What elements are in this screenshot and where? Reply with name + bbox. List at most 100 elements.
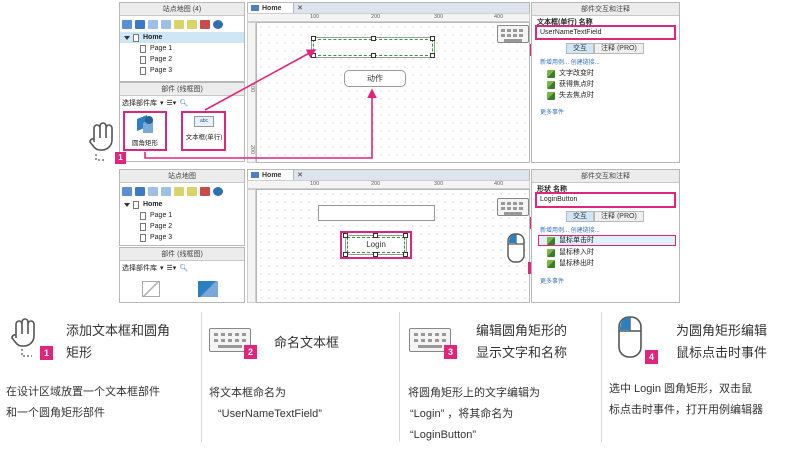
sitemap-panel: 站点地图 (4) Home Page 1 Page 2 [119,2,245,82]
move-up-icon[interactable] [148,186,158,196]
step-badge-2: 2 [244,345,257,359]
expand-arrow-icon[interactable] [124,35,130,40]
rounded-rect-icon[interactable] [198,281,218,297]
add-folder-icon[interactable] [135,19,145,29]
page-icon [140,233,146,242]
expand-arrow-icon[interactable] [124,202,130,207]
page-icon [140,55,146,64]
resize-handle[interactable] [343,252,348,257]
add-folder-icon[interactable] [135,186,145,196]
resize-handle[interactable] [343,233,348,238]
page-icon [133,33,139,42]
image-widget-icon[interactable] [142,281,160,297]
search-icon[interactable]: 🔍︎ [179,100,189,107]
tree-item-page-2[interactable]: Page 2 [120,221,244,232]
delete-icon[interactable] [200,186,210,196]
move-down-icon[interactable] [161,186,171,196]
step-3-desc-line-3: “LoginButton” [410,429,477,441]
step-3-title-line-2: 显示文字和名称 [476,345,568,360]
event-on-click[interactable]: 鼠标单击时 [538,235,676,246]
mouse-icon [507,233,525,263]
textbox-icon: abc [194,116,214,127]
action-button[interactable]: 动作 [344,70,406,87]
step-marker-1: 1 [115,152,126,164]
resize-handle[interactable] [371,53,376,58]
library-item-rounded-rect[interactable]: 圆角矩形 [124,113,166,147]
indent-icon[interactable] [174,186,184,196]
library-selector[interactable]: 选择部件库 ▾ ☰▾ 🔍︎ [122,265,189,272]
dropdown-arrow-icon[interactable]: ▾ [160,100,164,107]
search-icon[interactable]: 🔍︎ [179,265,189,272]
username-textfield[interactable] [318,205,435,221]
move-up-icon[interactable] [148,19,158,29]
menu-icon[interactable]: ☰▾ [166,265,177,272]
event-blur[interactable]: 失去焦点时 [547,90,594,101]
interaction-tabs: 交互 注释 (PRO) [566,43,644,54]
selection-outline [347,237,405,253]
resize-handle[interactable] [430,36,435,41]
close-icon[interactable]: ✕ [297,5,303,12]
tree-item-home[interactable]: Home [120,32,244,43]
search-icon[interactable] [213,19,223,29]
add-page-icon[interactable] [122,186,132,196]
tree-item-page-1[interactable]: Page 1 [120,43,244,54]
step-badge-4: 4 [645,350,658,364]
widget-name-field[interactable]: UserNameTextField [535,25,676,40]
case-links[interactable]: 新增用例... 创建链接... [540,228,600,234]
tab-notes[interactable]: 注释 (PRO) [594,43,644,54]
hand-pointer-icon [11,318,35,357]
library-item-textbox[interactable]: abc 文本框(单行) [185,116,223,141]
library-title: 部件 (线框图) [120,248,244,261]
event-text-changed[interactable]: 文字改变时 [547,68,594,79]
step-3-title-line-1: 编辑圆角矩形的 [476,323,568,338]
more-events-link[interactable]: 更多事件 [540,110,565,116]
resize-handle[interactable] [311,36,316,41]
move-down-icon[interactable] [161,19,171,29]
tree-item-page-3[interactable]: Page 3 [120,65,244,76]
tree-item-page-3[interactable]: Page 3 [120,232,244,243]
event-mouse-leave[interactable]: 鼠标移出时 [547,258,594,269]
page-icon [140,44,146,53]
add-page-icon[interactable] [122,19,132,29]
sitemap-panel: 站点地图 Home Page 1 Page 2 [119,169,245,246]
tree-item-home[interactable]: Home [120,199,244,210]
indent-icon[interactable] [174,19,184,29]
event-icon [547,91,555,100]
event-icon [547,259,555,268]
event-mouse-enter[interactable]: 鼠标移入时 [547,247,594,258]
interaction-title: 部件交互和注释 [532,3,679,16]
event-focus[interactable]: 获得焦点时 [547,79,594,90]
outdent-icon[interactable] [187,19,197,29]
more-events-link[interactable]: 更多事件 [540,279,565,285]
tree-item-page-2[interactable]: Page 2 [120,54,244,65]
sitemap-toolbar [122,17,242,31]
dropdown-arrow-icon[interactable]: ▾ [160,265,164,272]
tab-home[interactable]: Home ✕ [248,3,303,14]
resize-handle[interactable] [430,53,435,58]
outdent-icon[interactable] [187,186,197,196]
resize-handle[interactable] [371,36,376,41]
rounded-rect-highlight [123,111,167,151]
menu-icon[interactable]: ☰▾ [166,100,177,107]
tab-interactions[interactable]: 交互 [566,43,594,54]
vertical-ruler: 100 200 [247,22,256,163]
search-icon[interactable] [213,186,223,196]
resize-handle[interactable] [373,233,378,238]
tab-interactions[interactable]: 交互 [566,211,594,222]
resize-handle[interactable] [403,233,408,238]
delete-icon[interactable] [200,19,210,29]
step-divider [601,312,602,442]
step-1-desc-line-2: 和一个圆角矩形部件 [6,407,105,419]
drag-arrows [144,49,377,159]
step-1-desc-line-1: 在设计区域放置一个文本框部件 [6,386,160,398]
widget-name-field[interactable]: LoginButton [535,192,676,208]
library-selector[interactable]: 选择部件库 ▾ ☰▾ 🔍︎ [122,100,189,107]
tab-notes[interactable]: 注释 (PRO) [594,211,644,222]
tab-home[interactable]: Home ✕ [248,170,303,181]
resize-handle[interactable] [403,252,408,257]
close-icon[interactable]: ✕ [297,172,303,179]
tree-item-page-1[interactable]: Page 1 [120,210,244,221]
case-links[interactable]: 新增用例... 创建链接... [540,60,600,66]
resize-handle[interactable] [373,252,378,257]
step-4-desc-line-2: 标点击时事件，打开用例编辑器 [609,404,763,416]
